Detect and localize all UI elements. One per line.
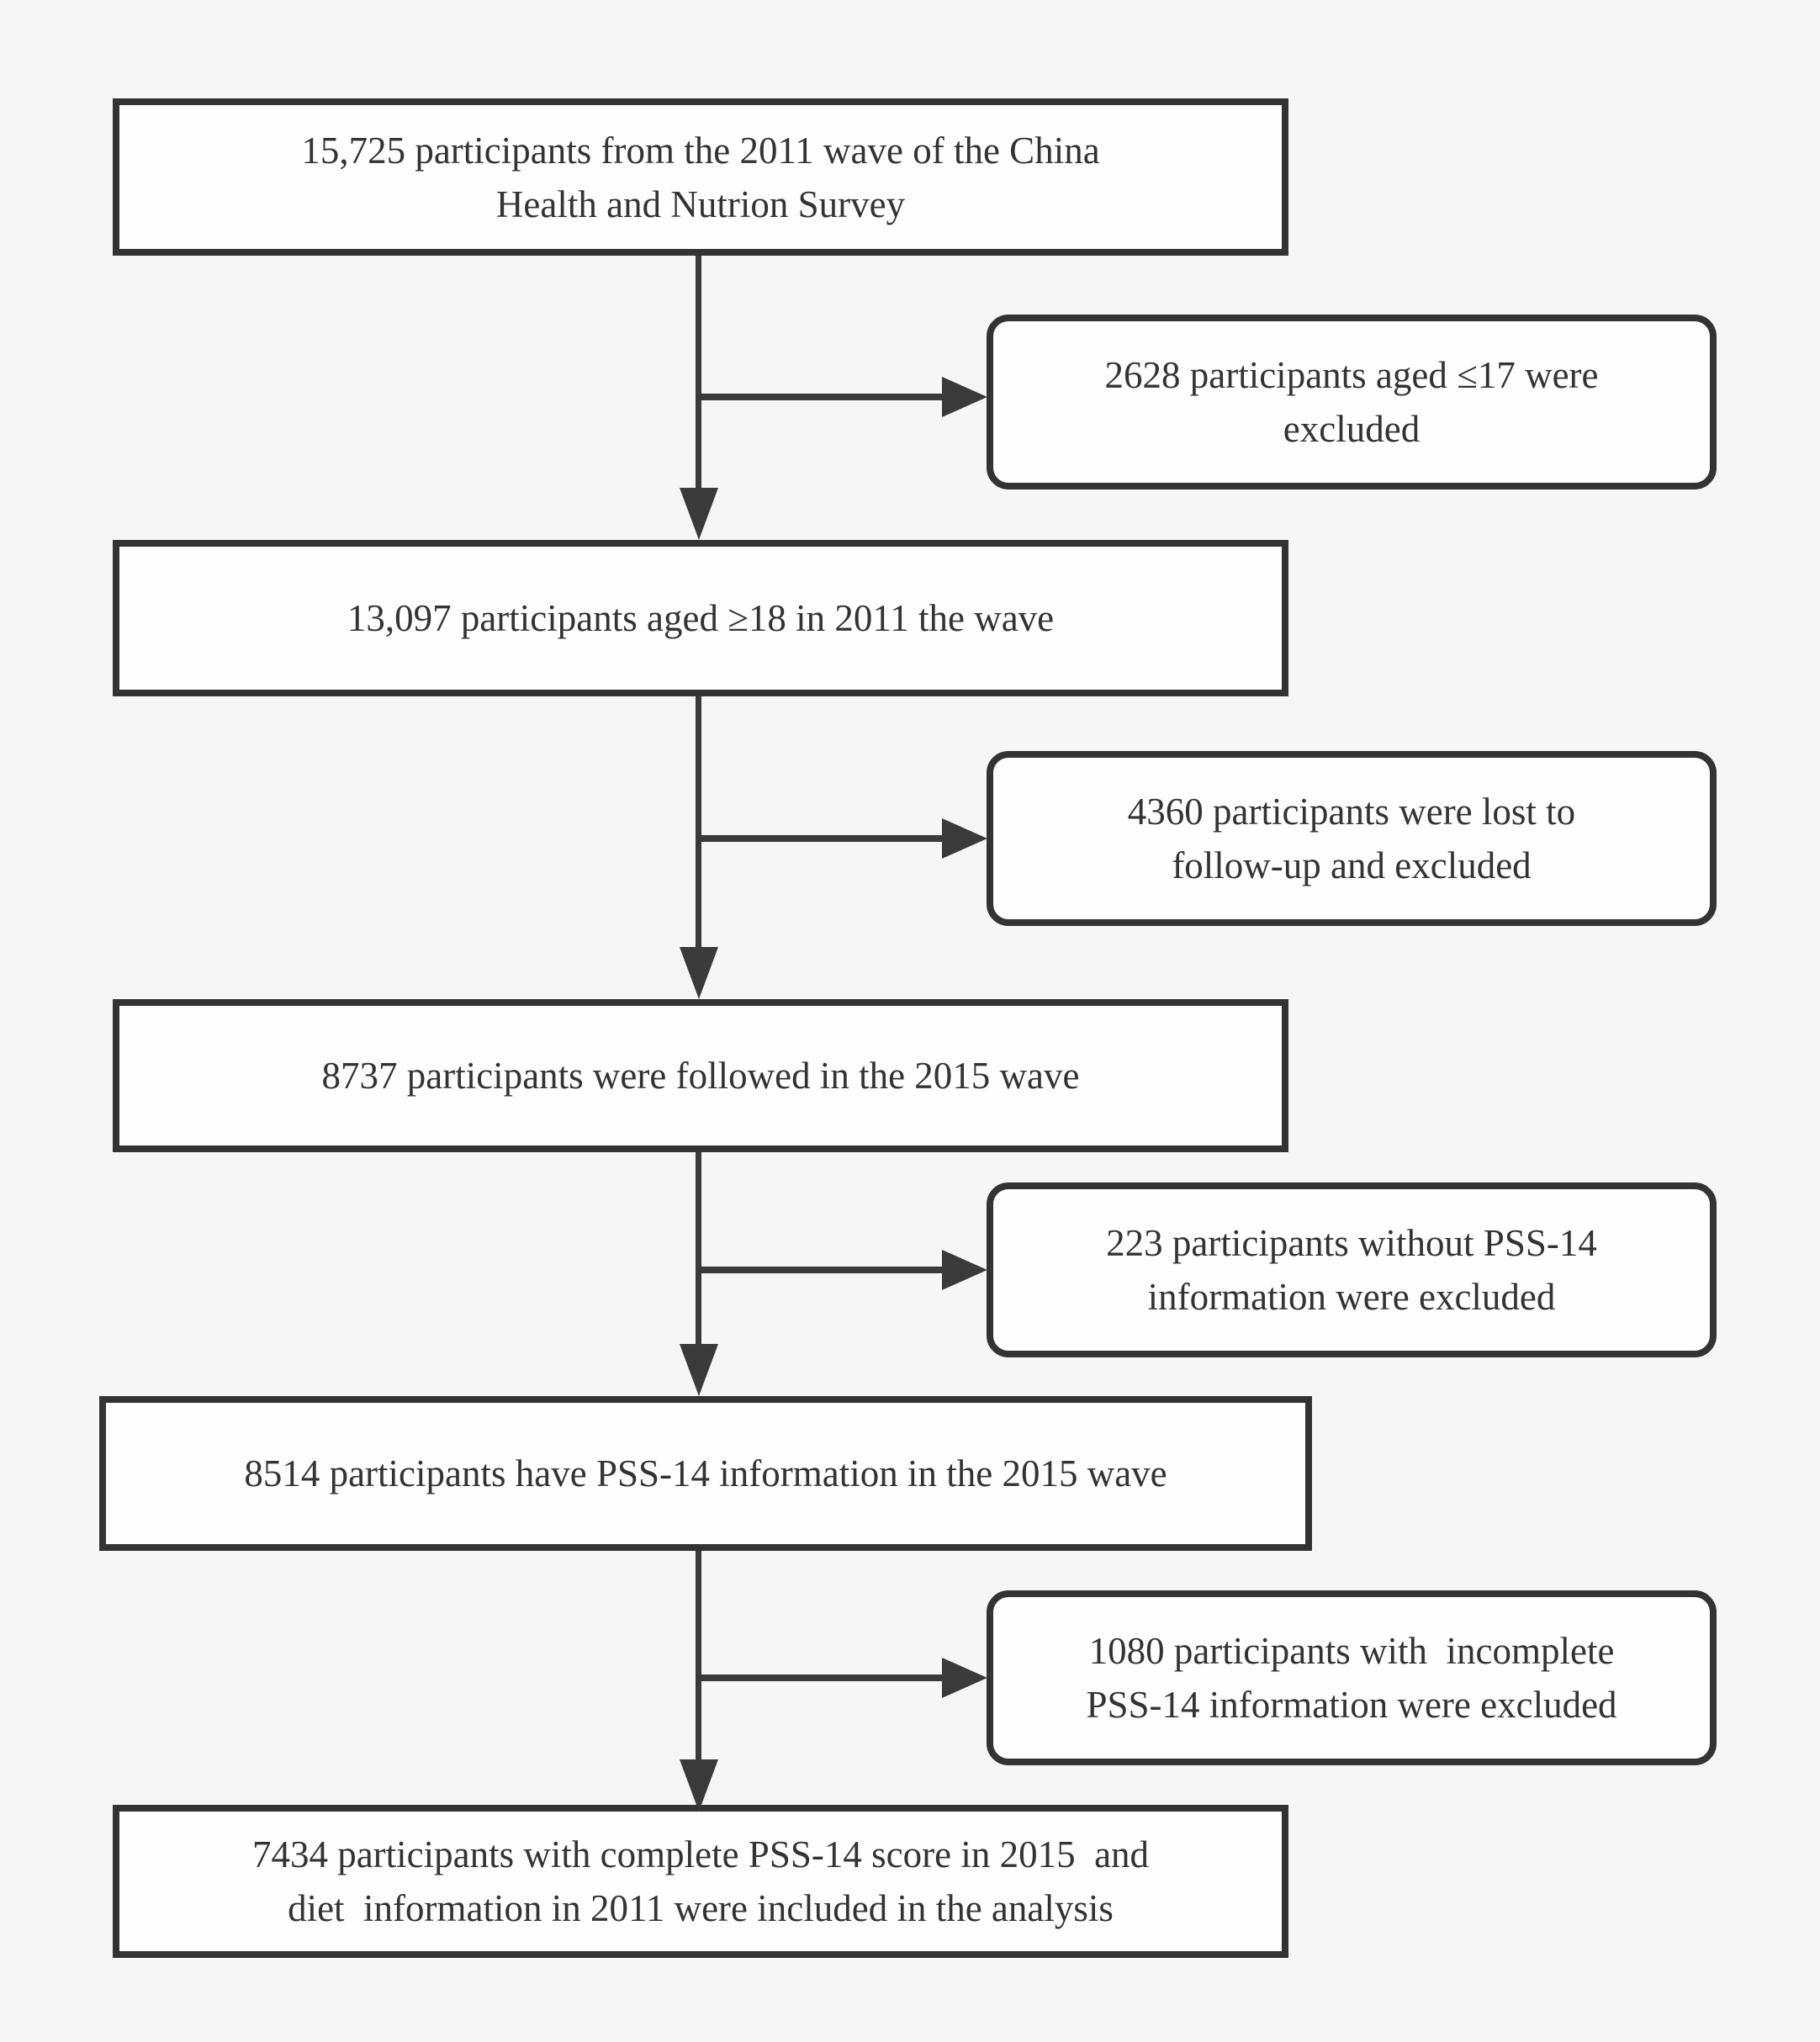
- box-text-line: follow-up and excluded: [1172, 844, 1532, 886]
- box-text-line: 7434 participants with complete PSS-14 s…: [251, 1833, 1150, 1875]
- right-arrowhead-icon: [942, 818, 987, 859]
- connector-branch-1: [699, 394, 942, 400]
- down-arrowhead-icon: [680, 947, 718, 999]
- connector-down-1: [696, 256, 701, 493]
- flow-box-followed-2015: 8737 participants were followed in the 2…: [113, 999, 1288, 1152]
- box-text-line: 2628 participants aged ≤17 were: [1104, 354, 1599, 396]
- box-text-line: Health and Nutrion Survey: [495, 183, 906, 225]
- connector-down-3: [696, 1152, 701, 1349]
- right-arrowhead-icon: [942, 1250, 987, 1290]
- flow-box-included-analysis: 7434 participants with complete PSS-14 s…: [113, 1805, 1288, 1958]
- right-arrowhead-icon: [942, 377, 987, 417]
- flow-box-pss14-2015: 8514 participants have PSS-14 informatio…: [99, 1396, 1312, 1551]
- flow-box-cohort-2011: 15,725 participants from the 2011 wave o…: [113, 98, 1288, 256]
- box-text-line: 8514 participants have PSS-14 informatio…: [244, 1452, 1167, 1494]
- down-arrowhead-icon: [680, 488, 718, 540]
- box-text-line: 223 participants without PSS-14: [1106, 1222, 1597, 1264]
- connector-branch-2: [699, 835, 942, 842]
- box-text-line: PSS-14 information were excluded: [1086, 1684, 1617, 1726]
- box-text-line: 1080 participants with incomplete: [1088, 1630, 1615, 1672]
- exclusion-box-incomplete-pss14: 1080 participants with incomplete PSS-14…: [987, 1590, 1717, 1765]
- box-text-line: 4360 participants were lost to: [1127, 791, 1576, 833]
- exclusion-box-age: 2628 participants aged ≤17 were excluded: [987, 315, 1717, 489]
- down-arrowhead-icon: [680, 1344, 718, 1396]
- flow-box-aged-18-2011: 13,097 participants aged ≥18 in 2011 the…: [113, 540, 1288, 696]
- box-text-line: diet information in 2011 were included i…: [288, 1887, 1114, 1929]
- connector-branch-4: [699, 1674, 942, 1681]
- box-text-line: 15,725 participants from the 2011 wave o…: [301, 129, 1100, 172]
- exclusion-box-lost-followup: 4360 participants were lost to follow-up…: [987, 751, 1717, 926]
- box-text-line: 13,097 participants aged ≥18 in 2011 the…: [347, 597, 1055, 639]
- connector-down-2: [696, 696, 701, 952]
- box-text-line: information were excluded: [1147, 1276, 1556, 1318]
- down-arrowhead-icon: [680, 1759, 718, 1812]
- box-text-line: 8737 participants were followed in the 2…: [321, 1055, 1080, 1097]
- connector-down-4: [696, 1551, 701, 1764]
- right-arrowhead-icon: [942, 1658, 987, 1698]
- connector-branch-3: [699, 1267, 942, 1273]
- exclusion-box-no-pss14: 223 participants without PSS-14 informat…: [987, 1182, 1717, 1357]
- box-text-line: excluded: [1283, 408, 1421, 450]
